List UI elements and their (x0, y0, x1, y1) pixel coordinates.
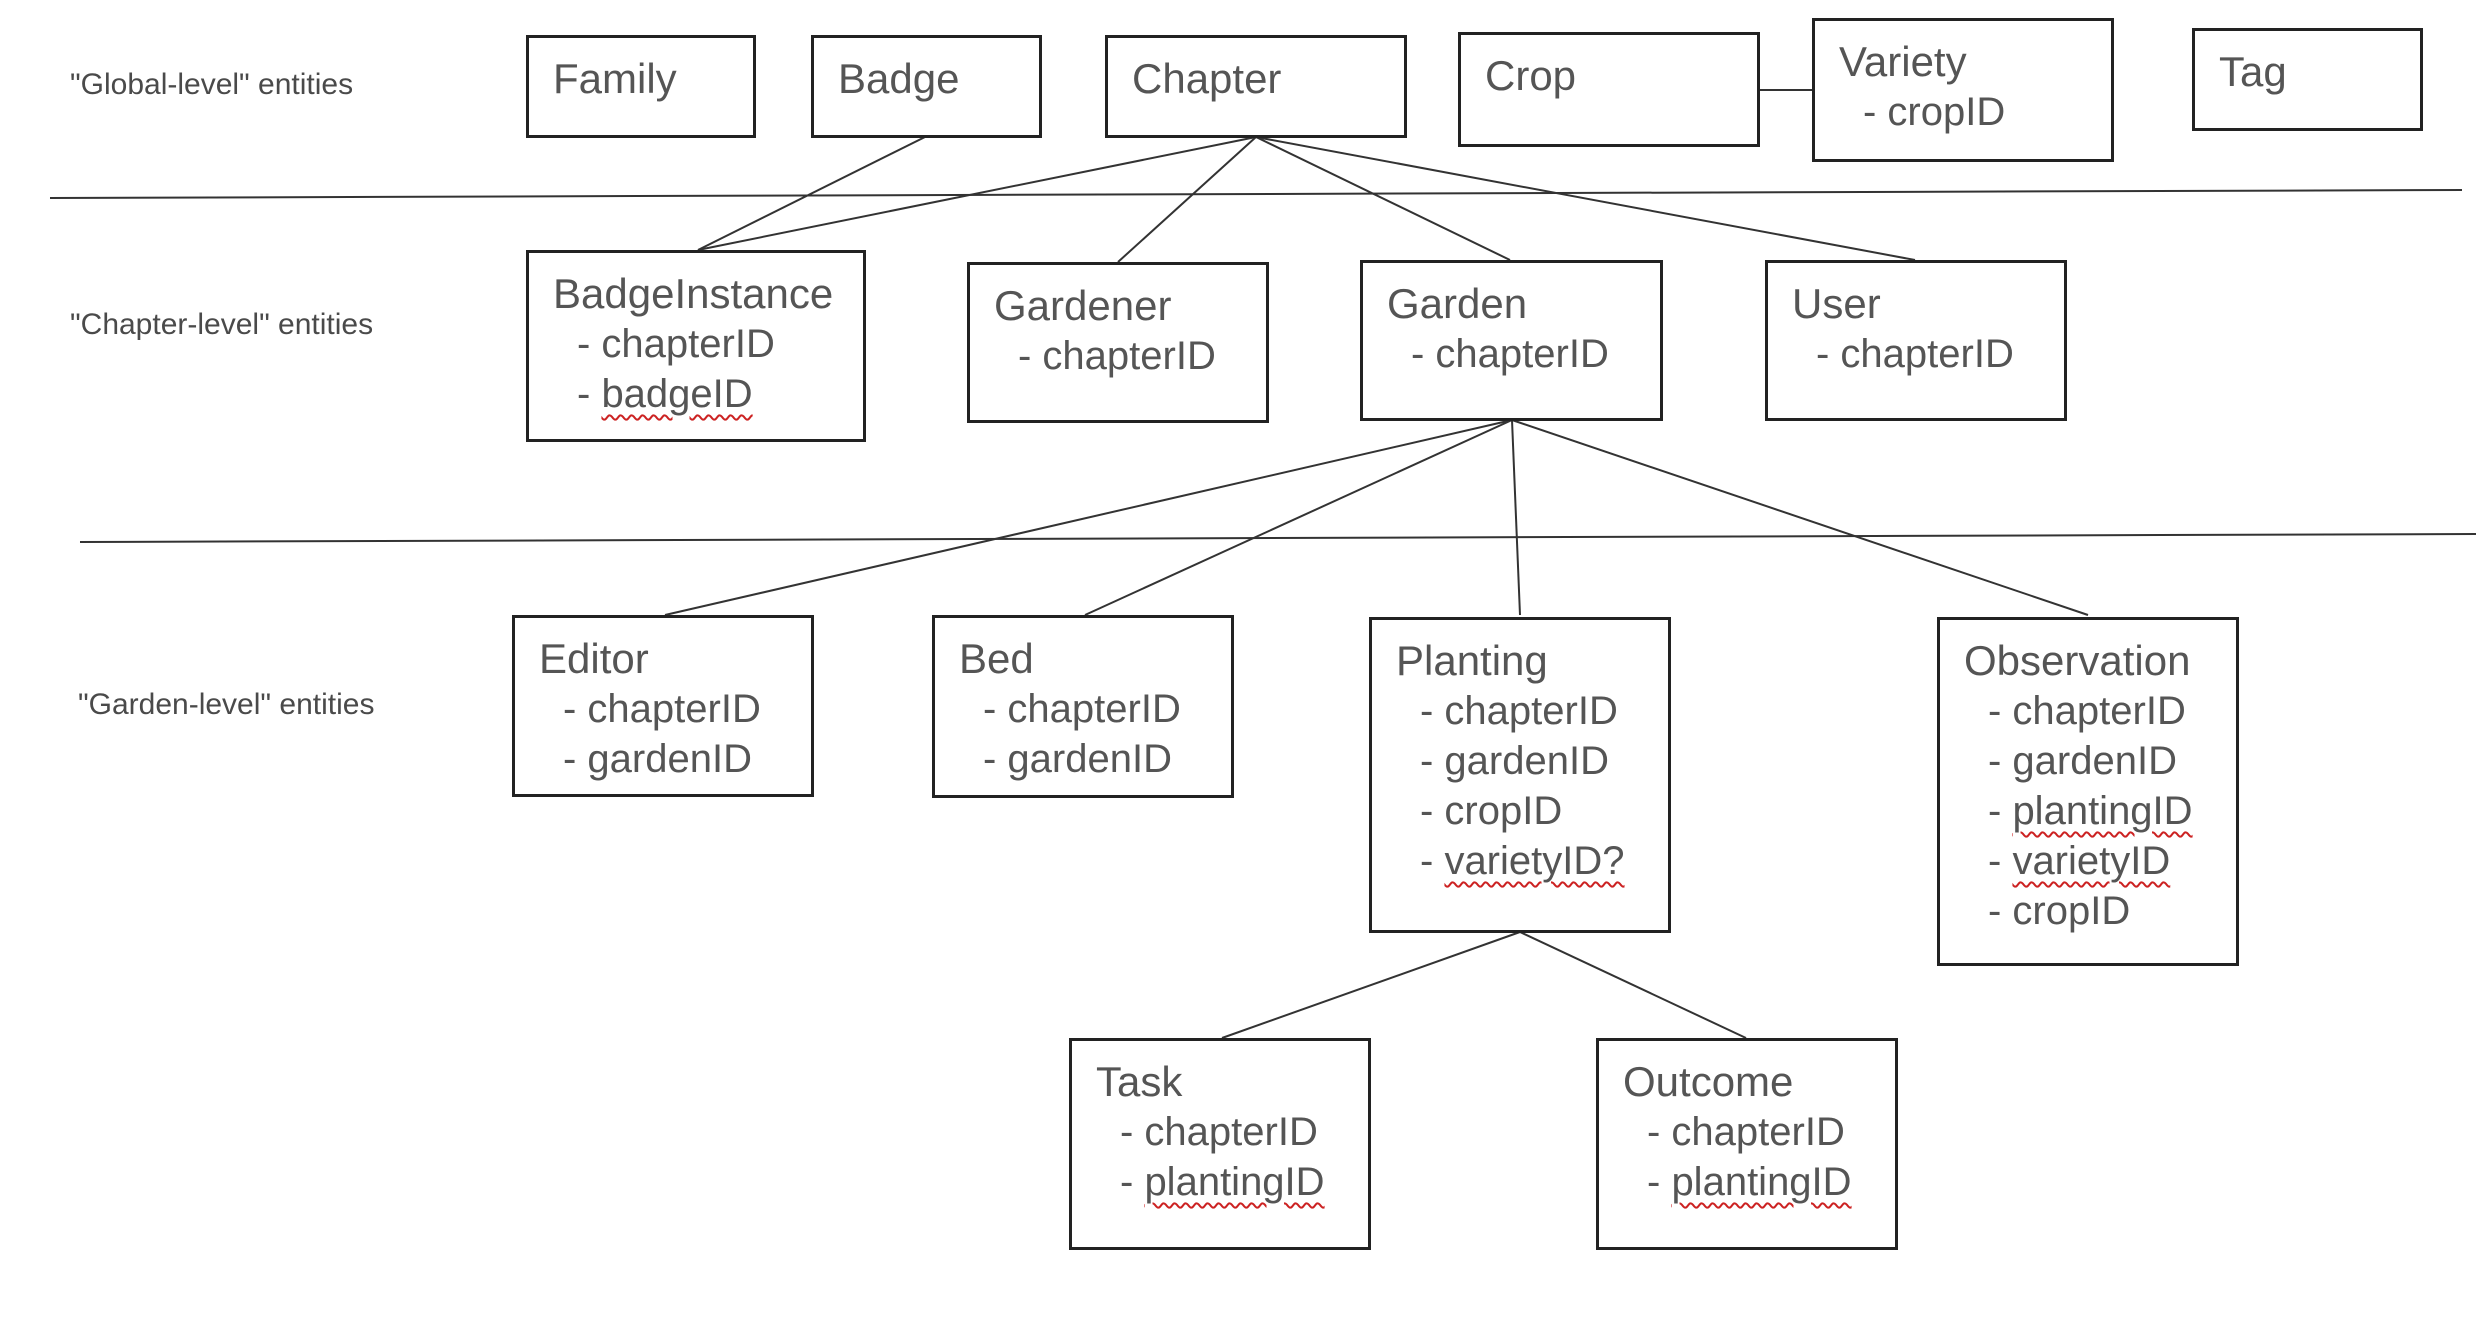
spellcheck-underline: varietyID? (1444, 839, 1625, 883)
entity-name: Editor (539, 635, 649, 682)
connector-chapter-badgeinstance (697, 136, 1257, 251)
entity-field-list: - chapterID - gardenID - plantingID - varie… (1964, 686, 2236, 936)
entity-field: - chapterID (563, 687, 761, 731)
chapter-level-label: "Chapter-level" entities (70, 308, 374, 341)
chapter-garden-divider (79, 533, 2476, 543)
connector-badge-badgeinstance (697, 136, 926, 251)
entity-field: - badgeID (577, 372, 753, 416)
entity-field-list: - chapterID - gardenID (959, 684, 1231, 784)
entity-crop: Crop (1458, 32, 1760, 147)
spellcheck-underline: varietyID (2012, 839, 2171, 883)
entity-field: - chapterID (577, 322, 775, 366)
entity-name: Bed (959, 635, 1034, 682)
entity-field-list: - chapterID - badgeID (553, 319, 863, 419)
entity-field: - chapterID (1647, 1110, 1845, 1154)
spellcheck-underline: plantingID (1671, 1160, 1852, 1204)
entity-field: - plantingID (1647, 1160, 1852, 1204)
entity-field: - chapterID (1120, 1110, 1318, 1154)
entity-field-list: - cropID (1839, 87, 2111, 137)
entity-name: Planting (1396, 637, 1548, 684)
entity-field-list: - chapterID (1387, 329, 1660, 379)
entity-name: Tag (2219, 48, 2287, 95)
entity-field: - gardenID (1420, 739, 1609, 783)
entity-field-list: - chapterID (1792, 329, 2064, 379)
entity-field: - chapterID (1988, 689, 2186, 733)
connector-garden-planting (1511, 419, 1521, 616)
entity-field-list: - chapterID - plantingID (1096, 1107, 1368, 1207)
entity-garden: Garden - chapterID (1360, 260, 1663, 421)
entity-chapter: Chapter (1105, 35, 1407, 138)
entity-field: - chapterID (1816, 332, 2014, 376)
entity-tag: Tag (2192, 28, 2423, 131)
connector-garden-editor (664, 419, 1513, 616)
entity-name: Garden (1387, 280, 1528, 327)
connector-chapter-gardener (1117, 136, 1257, 263)
entity-field-list: - chapterID - gardenID - cropID - varietyID… (1396, 686, 1668, 886)
connector-garden-bed (1084, 419, 1513, 616)
entity-field: - cropID (1420, 789, 1563, 833)
entity-outcome: Outcome - chapterID - plantingID (1596, 1038, 1898, 1250)
spellcheck-underline: plantingID (1144, 1160, 1325, 1204)
entity-name: Crop (1485, 52, 1577, 99)
entity-field: - varietyID? (1420, 839, 1625, 883)
entity-badgeinstance: BadgeInstance - chapterID - badgeID (526, 250, 866, 442)
entity-field: - cropID (1988, 889, 2131, 933)
entity-field-list: - chapterID - plantingID (1623, 1107, 1895, 1207)
entity-name: Observation (1964, 637, 2191, 684)
entity-name: Badge (838, 55, 960, 102)
entity-task: Task - chapterID - plantingID (1069, 1038, 1371, 1250)
entity-name: BadgeInstance (553, 270, 834, 317)
entity-name: Outcome (1623, 1058, 1794, 1105)
entity-field: - cropID (1863, 90, 2006, 134)
entity-field: - chapterID (1018, 334, 1216, 378)
entity-field-list: - chapterID - gardenID (539, 684, 811, 784)
entity-field: - gardenID (1988, 739, 2177, 783)
entity-observation: Observation - chapterID - gardenID - planti… (1937, 617, 2239, 966)
entity-field: - gardenID (983, 737, 1172, 781)
entity-name: Chapter (1132, 55, 1282, 102)
connector-chapter-user (1255, 136, 1916, 261)
entity-bed: Bed - chapterID - gardenID (932, 615, 1234, 798)
spellcheck-underline: plantingID (2012, 789, 2193, 833)
global-level-label: "Global-level" entities (70, 68, 354, 101)
entity-name: Variety (1839, 38, 1967, 85)
entity-field: - plantingID (1988, 789, 2193, 833)
entity-family: Family (526, 35, 756, 138)
global-chapter-divider (49, 189, 2463, 199)
entity-editor: Editor - chapterID - gardenID (512, 615, 814, 797)
entity-gardener: Gardener - chapterID (967, 262, 1269, 423)
entity-name: Gardener (994, 282, 1172, 329)
entity-name: User (1792, 280, 1881, 327)
entity-field: - varietyID (1988, 839, 2171, 883)
entity-name: Family (553, 55, 677, 102)
entity-field-list: - chapterID (994, 331, 1266, 381)
garden-level-label: "Garden-level" entities (78, 688, 375, 721)
entity-field: - plantingID (1120, 1160, 1325, 1204)
entity-variety: Variety - cropID (1812, 18, 2114, 162)
entity-badge: Badge (811, 35, 1042, 138)
connector-planting-task (1221, 931, 1521, 1039)
connector-planting-outcome (1519, 931, 1747, 1039)
entity-field: - gardenID (563, 737, 752, 781)
entity-planting: Planting - chapterID - gardenID - cropID - v… (1369, 617, 1671, 933)
entity-field: - chapterID (1411, 332, 1609, 376)
entity-field: - chapterID (983, 687, 1181, 731)
entity-field: - chapterID (1420, 689, 1618, 733)
connector-garden-observation (1511, 419, 2089, 616)
entity-user: User - chapterID (1765, 260, 2067, 421)
spellcheck-underline: badgeID (601, 372, 753, 416)
entity-name: Task (1096, 1058, 1183, 1105)
connector-chapter-garden (1255, 136, 1511, 261)
